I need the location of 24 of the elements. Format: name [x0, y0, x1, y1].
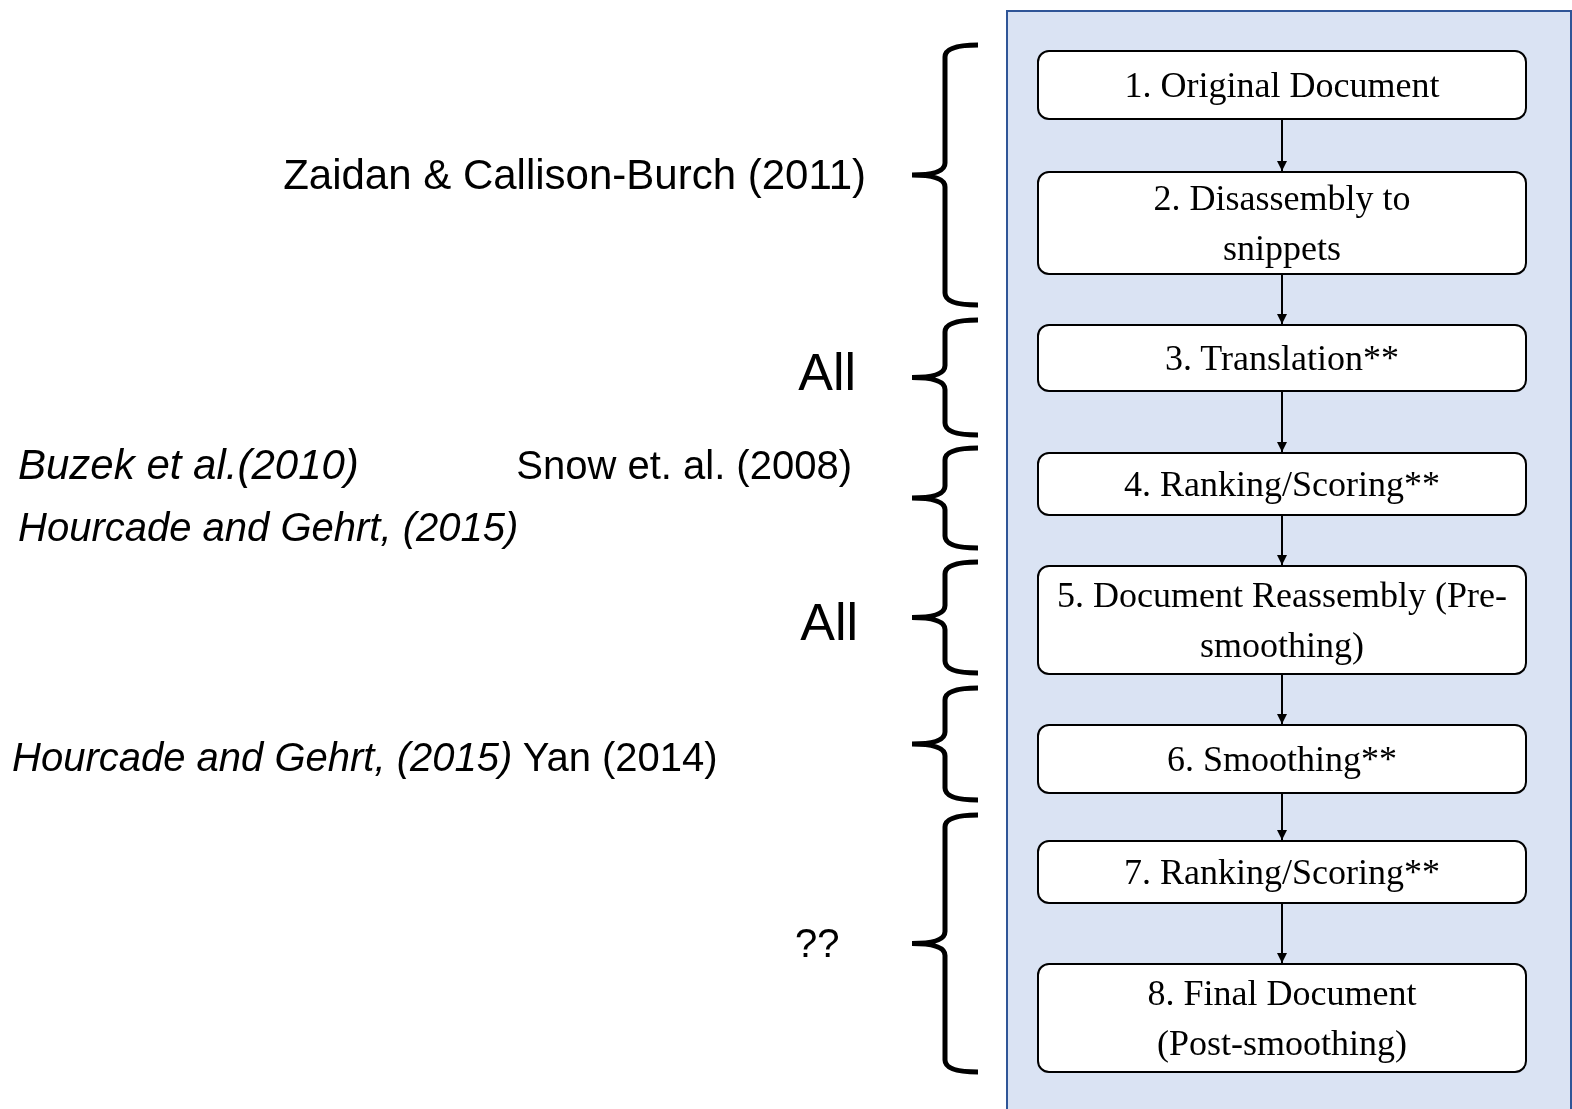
citation-label: Hourcade and Gehrt, (2015): [18, 504, 519, 551]
arrow: [1277, 793, 1287, 841]
arrow: [1277, 119, 1287, 172]
process-box: 7. Ranking/Scoring**: [1037, 840, 1527, 904]
citation-label: Buzek et al.(2010): [18, 439, 359, 490]
citation-label: Hourcade and Gehrt, (2015) Yan (2014): [12, 734, 718, 781]
background-panel: [1006, 10, 1572, 1109]
arrow: [1277, 515, 1287, 566]
process-box: 1. Original Document: [1037, 50, 1527, 120]
citation-label: All: [798, 341, 856, 403]
process-box: 3. Translation**: [1037, 324, 1527, 392]
arrow: [1277, 274, 1287, 325]
citation-label: ??: [795, 920, 840, 967]
process-box: 2. Disassembly to snippets: [1037, 171, 1527, 275]
process-box: 6. Smoothing**: [1037, 724, 1527, 794]
citation-label: All: [800, 591, 858, 653]
process-box: 4. Ranking/Scoring**: [1037, 452, 1527, 516]
arrow: [1277, 903, 1287, 964]
process-box: 5. Document Reassembly (Pre-smoothing): [1037, 565, 1527, 675]
arrow: [1277, 674, 1287, 725]
arrow: [1277, 391, 1287, 453]
citation-label: Snow et. al. (2008): [516, 442, 852, 489]
citation-label: Zaidan & Callison-Burch (2011): [283, 149, 866, 200]
process-box: 8. Final Document (Post-smoothing): [1037, 963, 1527, 1073]
